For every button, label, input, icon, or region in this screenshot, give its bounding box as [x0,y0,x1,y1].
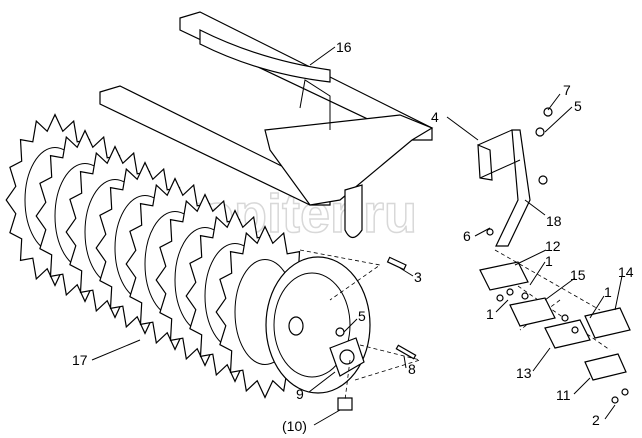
callout-17: 17 [72,352,88,368]
callout-5: 5 [358,308,366,324]
callout-14: 14 [618,264,634,280]
callout-3: 3 [414,269,422,285]
callout-1: 1 [545,253,553,269]
callout-7: 7 [563,82,571,98]
callout-18: 18 [546,213,562,229]
pin-part-8 [395,344,417,360]
callout-11: 11 [556,387,571,403]
bearing-flange-part-9 [329,337,365,377]
bolt-part-3 [386,256,407,271]
callout-16: 16 [336,39,352,55]
callout-9: 9 [296,386,304,402]
callout-10: (10) [282,418,307,434]
callout-1: 1 [486,306,494,322]
scraper-plates [479,261,631,404]
callout-15: 15 [570,267,586,283]
end-disc [265,256,371,394]
plate-part-12 [479,261,529,291]
callout-13: 13 [516,365,532,381]
grease-nipple-part-10 [337,397,353,411]
callout-12: 12 [545,238,561,254]
nut-part-5 [335,327,345,337]
plate-part-13 [544,319,591,349]
plate-part-15 [509,297,556,327]
frame-part-16 [99,11,434,239]
callout-1: 1 [604,284,612,300]
callout-2: 2 [592,412,600,428]
callout-8: 8 [408,361,416,377]
callout-4: 4 [431,109,439,125]
roller-assembly-part-17 [5,113,315,399]
plate-part-11 [584,353,627,381]
scraper-arm-part-18 [477,107,553,247]
plate-part-14 [584,307,631,339]
callout-5: 5 [574,98,582,114]
callout-6: 6 [463,228,471,244]
